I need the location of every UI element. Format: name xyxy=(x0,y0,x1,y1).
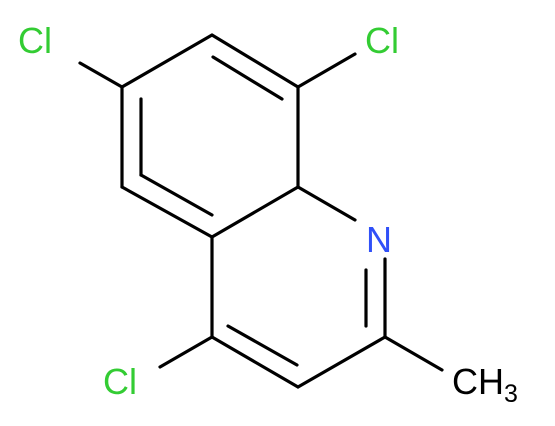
bond-c4a-c5 xyxy=(120,185,214,239)
bond-c4a-c5-inner xyxy=(139,173,214,217)
atom-labels: Cl Cl N Cl CH3 xyxy=(18,20,518,408)
bond-c6-c7 xyxy=(120,33,214,89)
bond-c3-c4-inner xyxy=(226,324,299,367)
chlorine-label-c6: Cl xyxy=(18,20,52,61)
bond-c4-cl xyxy=(158,335,214,369)
bond-c2-methyl xyxy=(383,335,444,372)
bond-c8-cl xyxy=(296,52,357,89)
bond-c8a-n1 xyxy=(296,185,357,222)
bond-c3-c4 xyxy=(210,335,300,389)
methyl-main: CH xyxy=(452,361,504,402)
bond-c7-c8-inner xyxy=(211,55,284,101)
bond-lines xyxy=(78,33,444,389)
nitrogen-label: N xyxy=(366,219,392,260)
methyl-subscript: 3 xyxy=(504,380,518,408)
chlorine-label-c8: Cl xyxy=(365,20,399,61)
chlorine-label-c4: Cl xyxy=(103,361,137,402)
methyl-label: CH3 xyxy=(452,361,518,408)
bond-c8a-c4a xyxy=(210,185,300,239)
bond-c6-cl xyxy=(78,61,124,89)
bond-c7-c8 xyxy=(210,33,300,89)
bond-c2-c3 xyxy=(296,335,387,389)
